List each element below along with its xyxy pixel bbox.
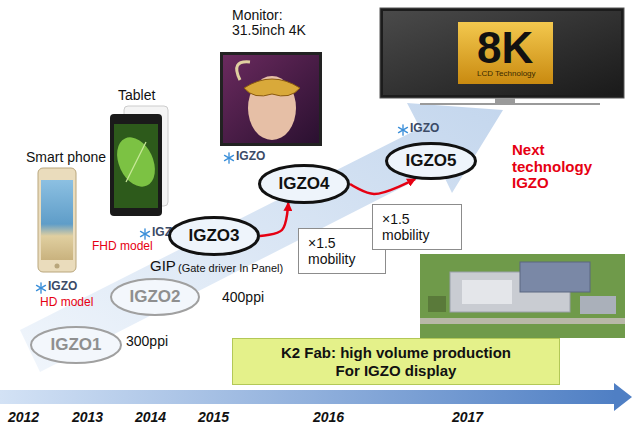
resolution-label: 400ppi	[222, 290, 264, 305]
growth-arrow	[260, 203, 288, 236]
ellipse-outline	[387, 144, 476, 179]
monitor-frame	[220, 52, 322, 146]
model-note: HD model	[40, 296, 93, 309]
feature-note: (Gate driver In Panel)	[178, 262, 283, 274]
tv-screen	[383, 11, 621, 95]
node-text: IGZO1	[50, 335, 101, 355]
badge-subtext: LCD Technology	[477, 70, 536, 79]
ellipse-outline	[260, 166, 349, 203]
tv-neck	[495, 98, 515, 104]
ellipse-outline	[111, 279, 199, 315]
node-text: IGZO3	[188, 226, 239, 246]
node-text: ×1.5 mobility	[308, 235, 370, 267]
mobility-box: ×1.5 mobility	[372, 204, 462, 250]
mask	[244, 79, 300, 96]
logo-text: IGZO	[48, 280, 77, 293]
leaf-vein	[126, 142, 146, 182]
tv-picture	[380, 8, 624, 104]
feather	[237, 62, 250, 80]
generation-ellipse: IGZO3	[168, 216, 260, 256]
timeline-head	[614, 383, 632, 411]
logo-text: IGZO	[410, 122, 439, 135]
timeline-bar	[0, 390, 616, 404]
phone-button	[55, 264, 60, 269]
leaf	[110, 131, 163, 192]
tv-frame	[380, 8, 624, 98]
monitor-screen	[223, 55, 319, 143]
ellipse-outline	[31, 327, 121, 363]
year-label: 2014	[135, 410, 166, 425]
generation-ellipse: IGZO5	[385, 142, 477, 180]
road	[420, 318, 625, 324]
node-text: ×1.5 mobility	[382, 211, 444, 243]
product-label: Tablet	[118, 88, 155, 103]
building	[580, 296, 616, 314]
generation-ellipse: IGZO4	[258, 164, 350, 204]
badge-text: 8K	[477, 24, 533, 72]
generation-ellipse: IGZO2	[110, 278, 200, 316]
fab-banner: K2 Fab: high volume production For IGZO …	[232, 338, 560, 385]
phone-body	[38, 168, 76, 272]
logo-flake	[141, 229, 150, 239]
roof	[462, 280, 512, 304]
logo-text: IGZO	[236, 150, 265, 163]
smartphone-picture	[38, 168, 76, 272]
feature-label: GIP	[150, 258, 176, 275]
logo-flake	[37, 283, 46, 293]
monitor-picture	[220, 52, 322, 146]
logo-flake	[399, 125, 408, 135]
model-note: FHD model	[92, 240, 153, 253]
generation-ellipse: IGZO1	[30, 326, 122, 364]
highlight-note: Next technology IGZO	[512, 142, 597, 192]
year-label: 2016	[313, 410, 344, 425]
timeline-arrow	[0, 383, 632, 411]
product-label: Smart phone	[26, 150, 106, 165]
phone-screen	[41, 180, 73, 260]
resolution-label: 300ppi	[126, 334, 168, 349]
year-label: 2012	[8, 410, 39, 425]
ground	[420, 254, 625, 338]
product-label: Monitor: 31.5inch 4K	[232, 8, 324, 39]
year-label: 2017	[452, 410, 483, 425]
year-label: 2013	[72, 410, 103, 425]
badge	[458, 22, 553, 84]
year-label: 2015	[198, 410, 229, 425]
node-text: IGZO2	[129, 287, 180, 307]
logo-flake	[225, 153, 234, 163]
growth-arrow	[350, 179, 415, 194]
ellipse-outline	[170, 218, 259, 255]
node-text: IGZO4	[278, 174, 329, 194]
building	[520, 262, 590, 292]
node-text: K2 Fab: high volume production For IGZO …	[272, 344, 520, 379]
node-text: IGZO5	[405, 151, 456, 171]
factory-picture	[420, 254, 625, 338]
tablet-picture	[110, 106, 168, 216]
tablet-body	[110, 114, 162, 216]
trees	[428, 296, 446, 312]
